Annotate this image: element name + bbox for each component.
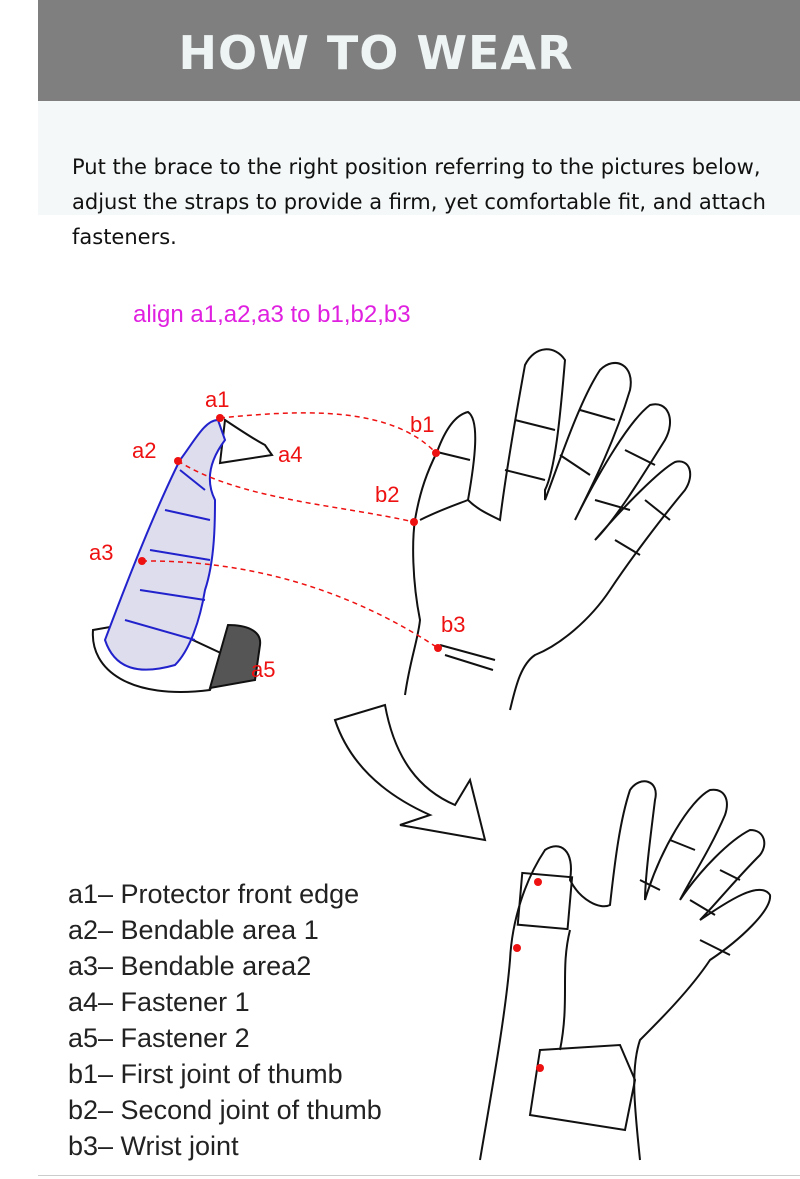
label-b2: b2: [375, 482, 399, 507]
divider: [38, 1175, 800, 1176]
legend-list: a1– Protector front edge a2– Bendable ar…: [68, 876, 382, 1164]
curved-arrow-icon: [333, 703, 487, 842]
label-b1: b1: [410, 412, 434, 437]
header-band: [38, 0, 800, 101]
label-a4: a4: [278, 442, 302, 467]
align-instruction: align a1,a2,a3 to b1,b2,b3: [133, 301, 411, 328]
open-hand-illustration: [404, 348, 692, 711]
label-a3: a3: [89, 540, 113, 565]
legend-item: a4– Fastener 1: [68, 987, 250, 1017]
intro-text: Put the brace to the right position refe…: [72, 155, 766, 249]
legend-item: b1– First joint of thumb: [68, 1059, 343, 1089]
worn-brace-hand-illustration: [479, 780, 772, 1161]
legend-item: a1– Protector front edge: [68, 879, 360, 909]
legend-item: a5– Fastener 2: [68, 1023, 250, 1053]
intro-band: [38, 101, 800, 215]
label-a5: a5: [251, 657, 275, 682]
alignment-lines: [141, 412, 439, 649]
legend-item: a2– Bendable area 1: [68, 915, 319, 945]
brace-illustration: [91, 418, 274, 693]
page-title: HOW TO WEAR: [178, 26, 574, 80]
label-b3: b3: [441, 612, 465, 637]
alignment-points: [138, 414, 442, 652]
label-a2: a2: [132, 438, 156, 463]
legend-item: b3– Wrist joint: [68, 1131, 239, 1161]
worn-alignment-points: [513, 878, 544, 1072]
legend-item: b2– Second joint of thumb: [68, 1095, 382, 1125]
legend-item: a3– Bendable area2: [68, 951, 312, 981]
label-a1: a1: [205, 387, 229, 412]
